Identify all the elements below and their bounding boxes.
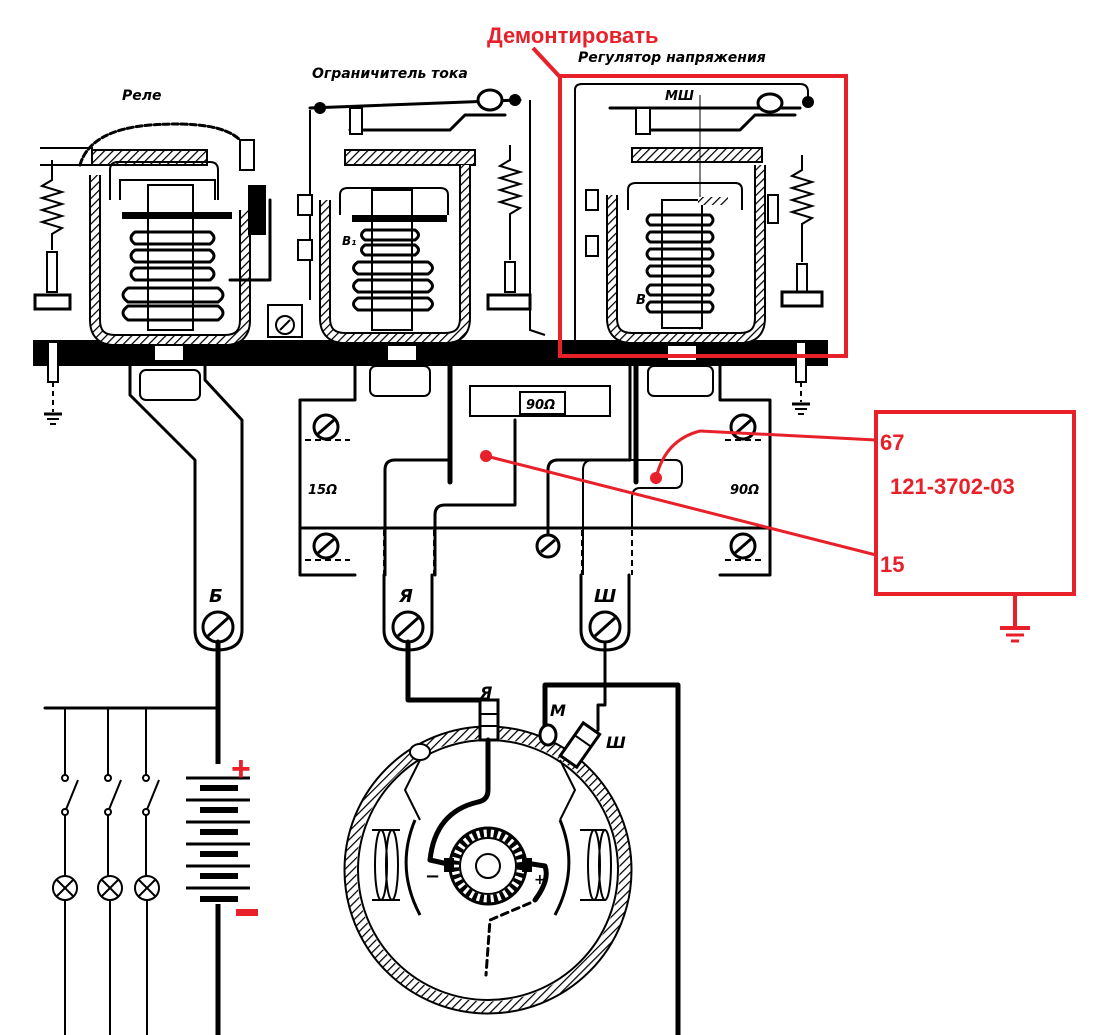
red-annotations: Демонтировать 67 121-3702-03 15 <box>480 23 1076 643</box>
module-part-number: 121-3702-03 <box>890 474 1015 499</box>
current-limiter-label: Ограничитель тока <box>312 66 468 82</box>
board-screw <box>312 413 340 441</box>
voltage-regulator-unit: МШ В <box>574 83 824 344</box>
limiter-coil-label: В₁ <box>342 234 356 248</box>
generator: Я М Ш − + <box>343 683 633 1015</box>
ground-screw-left <box>44 341 62 425</box>
remove-leader-line <box>531 46 562 79</box>
remove-highlight-box <box>558 74 848 358</box>
relay-label: Реле <box>122 88 162 104</box>
base-rivet <box>155 346 183 360</box>
board-screw <box>729 413 757 441</box>
generator-terminal-sh-label: Ш <box>606 733 626 752</box>
battery-minus-sign <box>236 909 258 916</box>
wire-15 <box>485 454 877 557</box>
board-screw <box>729 532 757 560</box>
regulator-contact-label: МШ <box>665 89 694 104</box>
load-branch <box>134 708 160 1035</box>
regulator-coil-label: В <box>636 293 646 308</box>
terminal-sh-label: Ш <box>594 586 616 607</box>
terminal-sh[interactable]: Ш <box>579 573 631 652</box>
terminal-ya-label: Я <box>398 586 413 607</box>
voltage-regulator-label: Регулятор напряжения <box>578 50 766 66</box>
battery-plus-sign: + <box>231 750 251 788</box>
load-circuits <box>52 708 160 1035</box>
load-branch <box>52 708 79 1035</box>
load-branch <box>97 708 123 1035</box>
brush-minus-label: − <box>425 866 440 887</box>
module-pin-67: 67 <box>880 430 904 455</box>
current-limiter-unit: В₁ <box>267 88 546 344</box>
wire-67 <box>654 429 877 479</box>
resistor-top-label: 90Ω <box>526 398 555 413</box>
regulator-module-box[interactable] <box>874 410 1076 596</box>
board-screw <box>312 532 340 560</box>
brush-plus-label: + <box>534 872 546 888</box>
relay-unit <box>33 122 272 346</box>
board-screw <box>535 533 561 559</box>
generator-terminal-ya-label: Я <box>479 683 492 702</box>
base-rivet <box>388 346 416 360</box>
resistor-left-label: 15Ω <box>308 483 337 498</box>
remove-label: Демонтировать <box>487 23 659 48</box>
module-pin-15: 15 <box>880 552 904 577</box>
resistor-right-label: 90Ω <box>730 483 759 498</box>
resistor-board: 90Ω 15Ω 90Ω <box>128 357 772 602</box>
terminal-b-label: Б <box>209 586 223 607</box>
generator-terminal-m-label: М <box>550 701 566 720</box>
battery <box>186 764 250 904</box>
ground-screw-right <box>792 341 810 415</box>
terminal-ya[interactable]: Я <box>382 573 434 652</box>
